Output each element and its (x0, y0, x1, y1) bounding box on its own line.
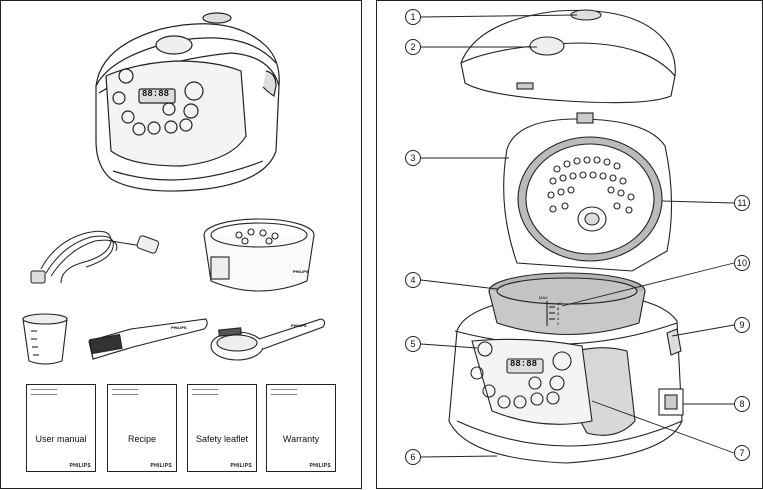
ladle-brand: PHILIPS (291, 323, 307, 328)
callout-8: 8 (734, 396, 750, 412)
rice-cooker-illustration (95, 12, 280, 192)
warranty-booklet: Warranty PHILIPS (266, 384, 336, 472)
callout-4: 4 (405, 272, 421, 288)
callout-2: 2 (405, 39, 421, 55)
booklet-title: User manual (35, 434, 87, 444)
booklet-header-lines (192, 389, 218, 395)
booklet-title: Warranty (282, 434, 320, 444)
bowl-scale-mark: 4 (557, 316, 560, 321)
steam-basket-brand: PHILIPS (293, 269, 309, 274)
right-cooker-display: 88:88 (510, 359, 538, 369)
left-page: PHILIPS PHILIPS PHILIPS User manual PHIL… (0, 0, 362, 489)
bowl-scale-mark: 6 (557, 311, 560, 316)
callout-5: 5 (405, 336, 421, 352)
spatula-illustration (88, 318, 208, 360)
spatula-brand: PHILIPS (171, 325, 187, 330)
safety-leaflet-booklet: Safety leaflet PHILIPS (187, 384, 257, 472)
detachable-lid-illustration (460, 9, 676, 104)
booklet-brand: PHILIPS (150, 463, 172, 469)
open-rice-cooker-illustration (448, 292, 684, 464)
callout-leader-lines (420, 14, 735, 458)
booklet-brand: PHILIPS (309, 463, 331, 469)
steam-basket-illustration (203, 218, 315, 292)
callout-11: 11 (734, 195, 750, 211)
bowl-scale-mark: 8 (557, 306, 560, 311)
booklet-brand: PHILIPS (230, 463, 252, 469)
callout-3: 3 (405, 150, 421, 166)
bowl-scale-mark: 10 (557, 301, 562, 306)
power-cord-illustration (30, 230, 160, 284)
user-manual-booklet: User manual PHILIPS (26, 384, 96, 472)
callout-9: 9 (734, 317, 750, 333)
inner-lid-illustration (503, 112, 673, 272)
bowl-scale-mark: 2 (557, 321, 560, 326)
left-cooker-display: 88:88 (142, 89, 170, 99)
booklet-header-lines (271, 389, 297, 395)
callout-7: 7 (734, 445, 750, 461)
accessories-illustrations: PHILIPS PHILIPS PHILIPS (22, 12, 326, 365)
callout-6: 6 (405, 449, 421, 465)
ladle-illustration (210, 318, 326, 361)
callout-1: 1 (405, 9, 421, 25)
booklet-header-lines (31, 389, 57, 395)
booklet-title: Recipe (127, 434, 156, 444)
bowl-scale-max: MAX (539, 295, 548, 300)
booklet-brand: PHILIPS (69, 463, 91, 469)
callout-10: 10 (734, 255, 750, 271)
booklet-title: Safety leaflet (195, 434, 249, 444)
recipe-booklet: Recipe PHILIPS (107, 384, 177, 472)
booklet-header-lines (112, 389, 138, 395)
measuring-cup-illustration (22, 313, 68, 365)
inner-bowl-illustration (488, 272, 646, 335)
